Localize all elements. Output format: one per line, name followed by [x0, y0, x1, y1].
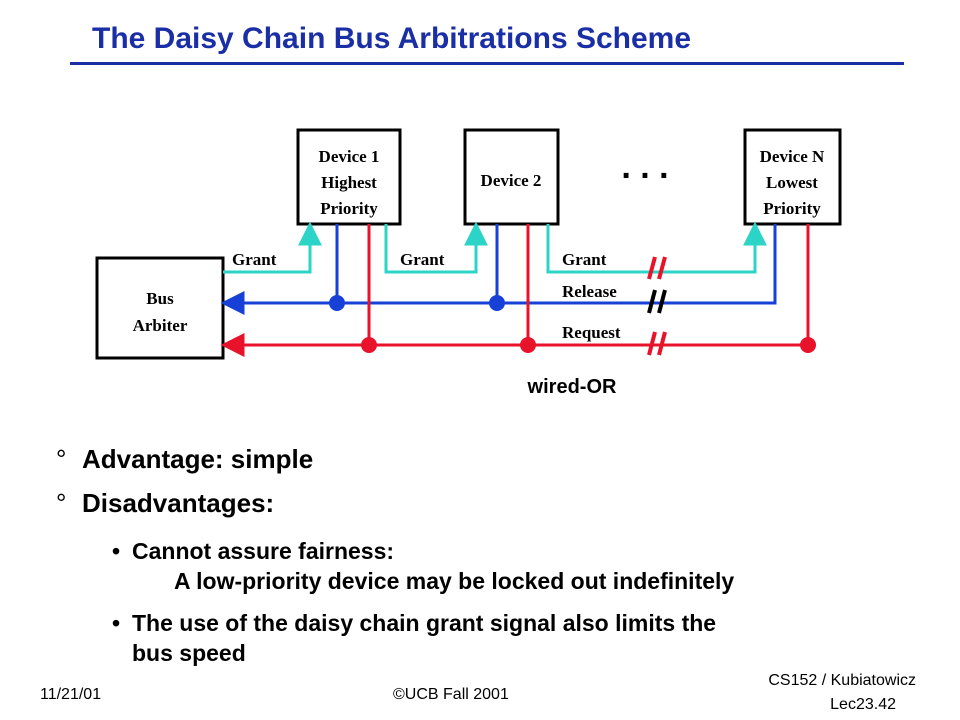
request-break-mark-b: [657, 331, 667, 356]
sub-bullet-fairness: • Cannot assure fairness: A low-priority …: [112, 536, 734, 596]
fairness-line1: Cannot assure fairness:: [132, 538, 395, 564]
disadvantages-text: Disadvantages:: [82, 488, 275, 518]
request-label: Request: [562, 323, 621, 342]
footer-course: CS152 / Kubiatowicz: [768, 672, 916, 689]
grant-line-1: [223, 221, 322, 274]
grant-break-mark-b: [657, 256, 667, 280]
footer-copyright: ©UCB Fall 2001: [393, 686, 509, 703]
device-n-box: [743, 128, 842, 226]
speed-line1: The use of the daisy chain grant signal …: [132, 610, 717, 636]
grant-label-1: Grant: [232, 250, 277, 269]
ellipsis: . . .: [621, 148, 668, 186]
request-node-1: [361, 337, 377, 353]
speed-line2: bus speed: [132, 640, 246, 666]
device-2-label: Device 2: [481, 171, 542, 190]
release-node-2: [489, 295, 505, 311]
arbiter-label-line1: Bus: [146, 289, 174, 308]
release-break-mark-a: [647, 289, 657, 314]
request-node-2: [520, 337, 536, 353]
fairness-line2: A low-priority device may be locked out …: [174, 568, 735, 594]
sub-bullet-marker: •: [112, 610, 121, 636]
bullet-advantage: ° Advantage: simple: [56, 444, 313, 475]
sub-bullet-speed: • The use of the daisy chain grant signal…: [112, 608, 716, 668]
wired-or-label: wired-OR: [527, 376, 617, 398]
grant-break-mark-a: [647, 256, 657, 280]
slide-title: The Daisy Chain Bus Arbitrations Scheme: [92, 22, 692, 55]
release-line: [220, 224, 777, 315]
release-node-1: [329, 295, 345, 311]
device-2-box: [463, 128, 560, 226]
bullet-marker: °: [56, 444, 67, 474]
footer-lecture: Lec23.42: [830, 696, 896, 713]
arbiter-label-line2: Arbiter: [133, 316, 188, 335]
daisy-chain-diagram: Bus Arbiter Device 1 Highest Priority De…: [95, 128, 842, 398]
grant-label-n: Grant: [562, 250, 607, 269]
device-n-label-line2: Lowest: [766, 173, 818, 192]
device-1-label-line2: Highest: [321, 173, 377, 192]
bullet-marker: °: [56, 488, 67, 518]
device-n-label-line3: Priority: [763, 199, 821, 218]
advantage-text: Advantage: simple: [82, 444, 314, 474]
device-1-label-line3: Priority: [320, 199, 378, 218]
device-1-box: [296, 128, 402, 226]
grant-label-2: Grant: [400, 250, 445, 269]
request-break-mark-a: [647, 331, 657, 356]
device-n-label-line1: Device N: [760, 147, 825, 166]
grant-line-2: [384, 221, 488, 274]
device-1-label-line1: Device 1: [319, 147, 380, 166]
request-node-n: [800, 337, 816, 353]
footer-date: 11/21/01: [40, 686, 102, 703]
bullet-disadvantages: ° Disadvantages:: [56, 488, 274, 519]
bus-arbiter-box: [95, 256, 225, 360]
release-label: Release: [562, 282, 617, 301]
title-rule: [70, 62, 904, 65]
sub-bullet-marker: •: [112, 538, 121, 564]
release-break-mark-b: [657, 289, 667, 314]
